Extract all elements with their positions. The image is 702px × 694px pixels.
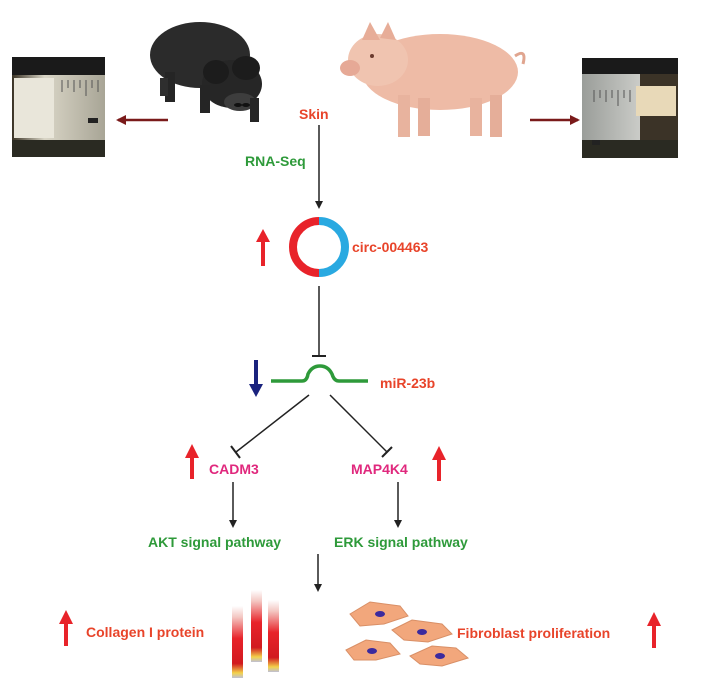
mirna-line-icon	[271, 364, 368, 383]
pink-pig-icon	[340, 22, 526, 137]
akt-pathway-label: AKT signal pathway	[148, 534, 282, 550]
cadm3-up-arrow-icon	[185, 444, 199, 479]
protein-gel-tubes-icon	[232, 590, 279, 678]
right-skin-photo-icon	[582, 58, 678, 158]
fibroblast-label: Fibroblast proliferation	[457, 625, 611, 641]
circrna-ring-icon	[289, 217, 349, 277]
mir-inhibits-map4k4	[329, 394, 393, 458]
mir-inhibits-cadm3	[230, 394, 310, 459]
map4k4-up-arrow-icon	[432, 446, 446, 481]
cadm3-label: CADM3	[209, 461, 259, 477]
left-skin-photo-icon	[12, 57, 105, 157]
rna-seq-label: RNA-Seq	[245, 153, 306, 169]
erk-pathway-label: ERK signal pathway	[334, 534, 468, 550]
fibroblast-up-arrow-icon	[647, 612, 661, 648]
collagen-up-arrow-icon	[59, 610, 73, 646]
skin-label: Skin	[299, 106, 329, 122]
mir-label: miR-23b	[380, 375, 436, 391]
fibroblast-cells-icon	[345, 601, 470, 667]
circ-label: circ-004463	[352, 239, 429, 255]
circ-inhibits-mir	[312, 286, 326, 357]
collagen-label: Collagen I protein	[86, 624, 205, 640]
map4k4-label: MAP4K4	[351, 461, 408, 477]
circ-up-arrow-icon	[256, 229, 270, 266]
black-pig-icon	[150, 22, 262, 122]
mir-down-arrow-icon	[249, 360, 263, 397]
